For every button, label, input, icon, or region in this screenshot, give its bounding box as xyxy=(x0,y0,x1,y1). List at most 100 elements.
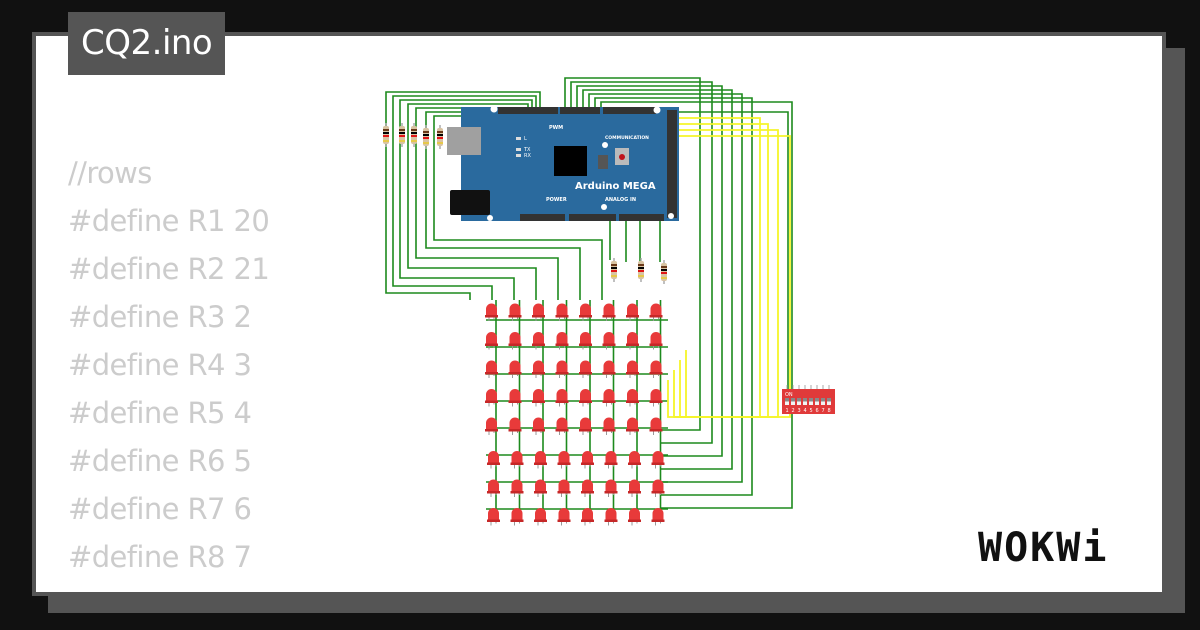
dip-position-label: 6 xyxy=(816,408,819,414)
dip-position-label: 1 xyxy=(786,408,789,414)
led xyxy=(649,303,663,321)
led xyxy=(557,479,571,497)
led xyxy=(579,417,592,435)
led xyxy=(510,479,524,497)
led xyxy=(626,389,639,407)
led xyxy=(487,451,500,469)
led xyxy=(557,508,571,526)
arduino-mega-board: L TX RX PWM COMMUNICATION POWER ANALOG I… xyxy=(447,105,679,221)
led xyxy=(579,389,592,407)
led xyxy=(602,303,616,321)
dip-position-label: 4 xyxy=(804,408,807,414)
led xyxy=(532,360,545,378)
led xyxy=(602,360,616,378)
led xyxy=(555,417,569,435)
led xyxy=(649,332,663,350)
led xyxy=(508,417,522,435)
wire xyxy=(668,135,791,418)
led xyxy=(534,479,547,497)
led xyxy=(602,389,616,407)
led xyxy=(485,417,498,435)
led xyxy=(602,332,616,350)
led xyxy=(579,360,592,378)
led xyxy=(510,451,524,469)
wire xyxy=(399,99,533,300)
led-rx-label: RX xyxy=(524,153,531,159)
resistors xyxy=(383,123,667,284)
wire xyxy=(582,89,733,470)
led xyxy=(626,303,639,321)
wire xyxy=(668,123,769,418)
led xyxy=(626,417,639,435)
led xyxy=(651,451,665,469)
dip-switch-on-label: ON xyxy=(785,392,793,398)
code-line: #define R1 20 xyxy=(68,204,270,238)
code-line: #define R6 5 xyxy=(68,444,252,478)
resistor xyxy=(638,258,644,282)
dip-position-label: 3 xyxy=(798,408,801,414)
wokwi-logo: WOKWi xyxy=(978,525,1109,571)
led xyxy=(555,389,569,407)
code-line: #define R4 3 xyxy=(68,348,252,382)
led xyxy=(579,332,592,350)
power-label: POWER xyxy=(546,197,567,203)
led-tx-label: TX xyxy=(523,147,531,153)
led xyxy=(604,451,618,469)
led xyxy=(532,332,545,350)
switch-wires xyxy=(667,117,791,418)
power-jack-icon xyxy=(450,190,490,215)
wire xyxy=(667,117,761,418)
led xyxy=(555,303,569,321)
led xyxy=(581,508,594,526)
led xyxy=(508,360,522,378)
code-line: #define R5 4 xyxy=(68,396,252,430)
led-matrix xyxy=(485,303,665,526)
resistor xyxy=(611,258,617,282)
wire xyxy=(594,97,753,496)
led xyxy=(649,389,663,407)
wire xyxy=(564,77,701,431)
led xyxy=(579,303,592,321)
board-name: Arduino MEGA xyxy=(575,181,656,192)
dip-position-label: 7 xyxy=(822,408,825,414)
led xyxy=(651,508,665,526)
led xyxy=(555,360,569,378)
code-line: #define R2 21 xyxy=(68,252,270,286)
dip-position-label: 2 xyxy=(792,408,795,414)
code-line: #define R7 6 xyxy=(68,492,252,526)
resistor xyxy=(383,123,389,147)
led xyxy=(532,303,545,321)
led xyxy=(485,332,498,350)
wire xyxy=(576,85,723,457)
led xyxy=(628,479,641,497)
led xyxy=(649,417,663,435)
wire xyxy=(570,81,713,444)
code-preview: //rows #define R1 20 #define R2 21 #defi… xyxy=(68,150,270,582)
led xyxy=(534,508,547,526)
communication-label: COMMUNICATION xyxy=(605,135,649,141)
led xyxy=(649,360,663,378)
led xyxy=(508,303,522,321)
led xyxy=(581,479,594,497)
led xyxy=(604,479,618,497)
led xyxy=(626,332,639,350)
led xyxy=(626,360,639,378)
wire xyxy=(407,103,537,300)
wire xyxy=(588,93,743,483)
led xyxy=(534,451,547,469)
resistor xyxy=(399,123,405,147)
led xyxy=(604,508,618,526)
led xyxy=(628,451,641,469)
led xyxy=(557,451,571,469)
dip-position-label: 8 xyxy=(828,408,831,414)
led xyxy=(487,508,500,526)
led xyxy=(485,389,498,407)
resistor xyxy=(411,123,417,147)
led xyxy=(508,332,522,350)
resistor xyxy=(437,125,443,149)
led-l-label: L xyxy=(524,136,527,142)
led xyxy=(555,332,569,350)
led xyxy=(532,417,545,435)
code-line: #define R8 7 xyxy=(68,540,252,574)
